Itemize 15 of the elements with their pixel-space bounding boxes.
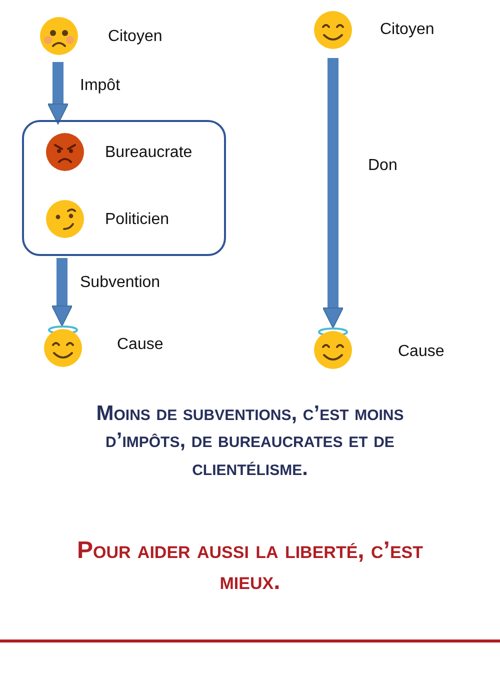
edge-label: Don bbox=[368, 157, 398, 175]
node-label: Citoyen bbox=[108, 28, 162, 46]
node-label: Politicien bbox=[105, 211, 170, 229]
slogan-text: Moins de subventions, c’est moins d’impôts, de bureaucrates et de clientélisme. bbox=[95, 401, 405, 482]
group-frame bbox=[22, 120, 226, 256]
node-label: Cause bbox=[398, 343, 444, 361]
edge-label: Subvention bbox=[80, 274, 160, 292]
slogan-text: Pour aider aussi la liberté, c’est mieux. bbox=[76, 536, 424, 598]
node-label: Cause bbox=[117, 336, 164, 354]
block-arrow bbox=[322, 58, 344, 328]
block-arrow bbox=[52, 258, 72, 326]
node-label: Citoyen bbox=[380, 21, 434, 39]
edge-label: Impôt bbox=[80, 77, 120, 95]
node-label: Bureaucrate bbox=[105, 144, 192, 162]
block-arrow bbox=[48, 62, 68, 124]
